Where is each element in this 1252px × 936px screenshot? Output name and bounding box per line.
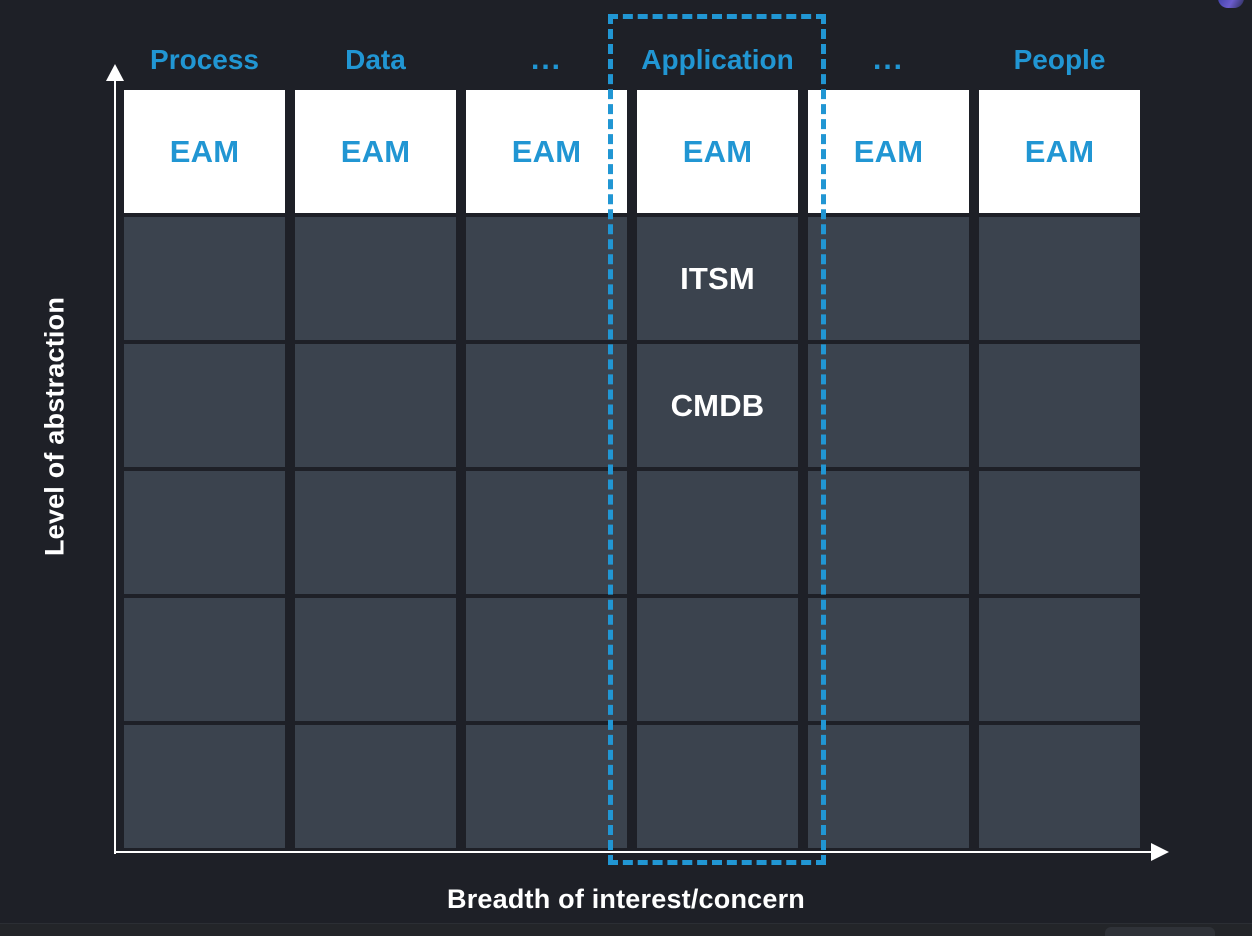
matrix-cell-r2c5[interactable] xyxy=(808,217,969,340)
matrix-cell-r1c4[interactable]: EAM xyxy=(637,90,798,213)
matrix-cell-r2c2[interactable] xyxy=(295,217,456,340)
matrix-cell-r6c1[interactable] xyxy=(124,725,285,848)
matrix-cell-r5c6[interactable] xyxy=(979,598,1140,721)
matrix-cell-r1c3[interactable]: EAM xyxy=(466,90,627,213)
matrix-cell-r4c4[interactable] xyxy=(637,471,798,594)
matrix-cell-r4c3[interactable] xyxy=(466,471,627,594)
matrix-cell-r3c1[interactable] xyxy=(124,344,285,467)
y-axis-label: Level of abstraction xyxy=(39,296,70,557)
matrix-cell-r3c5[interactable] xyxy=(808,344,969,467)
column-header-application: Application xyxy=(641,44,794,75)
matrix-cell-r2c3[interactable] xyxy=(466,217,627,340)
app-corner-glyph xyxy=(1218,0,1244,8)
y-axis-arrow-icon xyxy=(106,64,124,81)
capability-matrix-grid: EAM EAM EAM EAM EAM EAM ITSM CMDB xyxy=(124,90,1142,850)
x-axis-arrow-icon xyxy=(1151,843,1169,861)
x-axis-label: Breadth of interest/concern xyxy=(447,884,805,914)
y-axis-line xyxy=(114,72,116,854)
matrix-cell-r3c6[interactable] xyxy=(979,344,1140,467)
matrix-cell-r6c3[interactable] xyxy=(466,725,627,848)
column-header-people: People xyxy=(1013,44,1106,75)
x-axis-line xyxy=(114,851,1158,853)
os-bottom-pill xyxy=(1105,927,1215,936)
matrix-cell-r2c6[interactable] xyxy=(979,217,1140,340)
column-header-ellipsis-right: ... xyxy=(872,43,904,76)
matrix-cell-r4c5[interactable] xyxy=(808,471,969,594)
matrix-cell-r5c3[interactable] xyxy=(466,598,627,721)
matrix-cell-r4c1[interactable] xyxy=(124,471,285,594)
column-header-process: Process xyxy=(150,44,259,75)
matrix-cell-r4c2[interactable] xyxy=(295,471,456,594)
matrix-cell-r1c1[interactable]: EAM xyxy=(124,90,285,213)
column-header-row: Process Data ... Application ... People xyxy=(124,38,1142,82)
matrix-cell-r1c6[interactable]: EAM xyxy=(979,90,1140,213)
matrix-cell-r3c2[interactable] xyxy=(295,344,456,467)
matrix-cell-r6c6[interactable] xyxy=(979,725,1140,848)
matrix-cell-r5c1[interactable] xyxy=(124,598,285,721)
matrix-cell-r4c6[interactable] xyxy=(979,471,1140,594)
matrix-cell-r2c1[interactable] xyxy=(124,217,285,340)
column-header-ellipsis-left: ... xyxy=(530,43,562,76)
matrix-cell-r3c4[interactable]: CMDB xyxy=(637,344,798,467)
column-header-data: Data xyxy=(345,44,406,75)
matrix-cell-r5c4[interactable] xyxy=(637,598,798,721)
matrix-cell-r5c5[interactable] xyxy=(808,598,969,721)
matrix-cell-r6c4[interactable] xyxy=(637,725,798,848)
matrix-cell-r3c3[interactable] xyxy=(466,344,627,467)
matrix-cell-r6c5[interactable] xyxy=(808,725,969,848)
matrix-cell-r5c2[interactable] xyxy=(295,598,456,721)
matrix-cell-r1c5[interactable]: EAM xyxy=(808,90,969,213)
os-bottom-strip xyxy=(0,923,1252,936)
matrix-cell-r1c2[interactable]: EAM xyxy=(295,90,456,213)
matrix-cell-r2c4[interactable]: ITSM xyxy=(637,217,798,340)
matrix-cell-r6c2[interactable] xyxy=(295,725,456,848)
